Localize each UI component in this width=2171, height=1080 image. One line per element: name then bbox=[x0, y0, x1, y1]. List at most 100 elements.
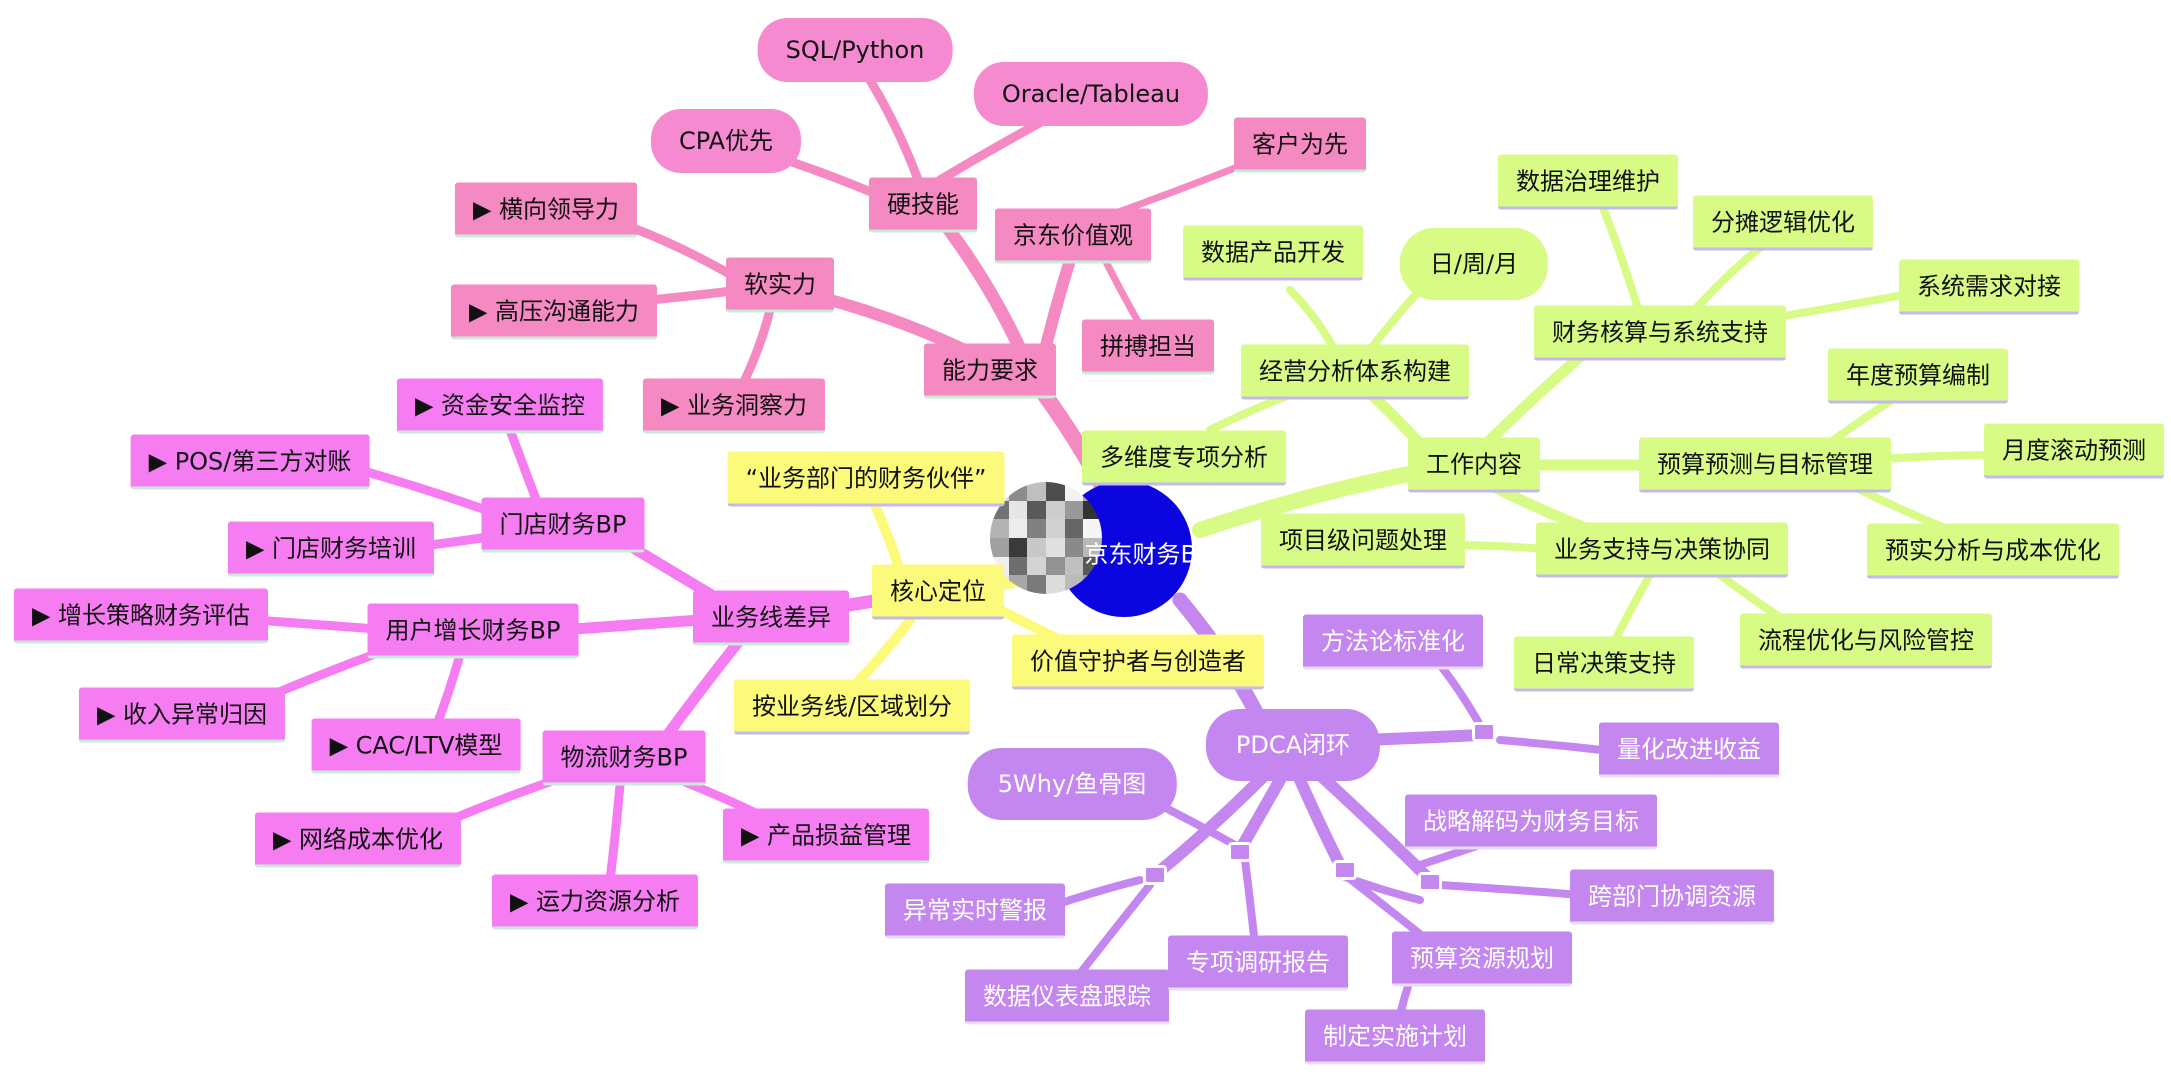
avatar-pixel bbox=[1083, 537, 1102, 557]
node-5why[interactable]: 5Why/鱼骨图 bbox=[967, 748, 1177, 820]
center-label: 京东财务BP bbox=[1084, 540, 1212, 569]
node-region[interactable]: 按业务线/区域划分 bbox=[733, 679, 971, 735]
avatar-pixel bbox=[1027, 519, 1046, 538]
node-daily-decision[interactable]: 日常决策支持 bbox=[1514, 636, 1694, 692]
node-network-cost[interactable]: ▶ 网络成本优化 bbox=[254, 812, 462, 868]
node-fight[interactable]: 拼搏担当 bbox=[1082, 319, 1214, 375]
link-acc-gov bbox=[1596, 196, 1644, 319]
link-acc-alloc bbox=[1686, 236, 1774, 319]
branch-pdca[interactable]: PDCA闭环 bbox=[1205, 709, 1381, 781]
node-product-pnl[interactable]: ▶ 产品损益管理 bbox=[722, 808, 930, 864]
link-store-pos bbox=[355, 465, 505, 520]
node-cac-ltv[interactable]: ▶ CAC/LTV模型 bbox=[311, 718, 521, 774]
avatar-pixel bbox=[1083, 519, 1102, 538]
avatar-pixel bbox=[1045, 556, 1065, 576]
node-project-issue[interactable]: 项目级问题处理 bbox=[1261, 513, 1465, 569]
link-soft-lead bbox=[620, 220, 745, 285]
node-partner[interactable]: “业务部门的财务伙伴” bbox=[727, 451, 1005, 507]
node-cpa[interactable]: CPA优先 bbox=[650, 109, 802, 173]
node-jd-values[interactable]: 京东价值观 bbox=[995, 208, 1151, 264]
node-oracle-tableau[interactable]: Oracle/Tableau bbox=[973, 62, 1209, 126]
pdca-check-connector bbox=[1143, 865, 1167, 885]
node-horizontal-lead[interactable]: ▶ 横向领导力 bbox=[454, 182, 638, 238]
link-do-report bbox=[1241, 856, 1259, 949]
node-growth-bp[interactable]: 用户增长财务BP bbox=[367, 603, 579, 659]
node-sql-python[interactable]: SQL/Python bbox=[757, 18, 953, 82]
node-methodology[interactable]: 方法论标准化 bbox=[1303, 614, 1483, 670]
node-sys-req[interactable]: 系统需求对接 bbox=[1899, 259, 2079, 315]
node-impl-plan[interactable]: 制定实施计划 bbox=[1305, 1009, 1485, 1065]
node-cross-dept[interactable]: 跨部门协调资源 bbox=[1570, 869, 1774, 925]
node-analysis-system[interactable]: 经营分析体系构建 bbox=[1241, 344, 1469, 400]
avatar-pixel bbox=[990, 537, 1009, 557]
node-alloc-logic[interactable]: 分摊逻辑优化 bbox=[1693, 195, 1873, 251]
avatar-pixel bbox=[1064, 537, 1084, 557]
node-guardian[interactable]: 价值守护者与创造者 bbox=[1012, 634, 1264, 690]
pdca-act-connector bbox=[1472, 722, 1496, 742]
link-analysis-multi bbox=[1206, 391, 1294, 434]
node-store-training[interactable]: ▶ 门店财务培训 bbox=[227, 521, 435, 577]
avatar-pixel bbox=[1045, 575, 1065, 594]
link-check-alert bbox=[1051, 876, 1144, 909]
node-soft-skills[interactable]: 软实力 bbox=[726, 257, 834, 313]
node-actual-analysis[interactable]: 预实分析与成本优化 bbox=[1867, 523, 2119, 579]
avatar-pixel bbox=[1045, 537, 1065, 557]
avatar-pixel bbox=[1045, 482, 1065, 501]
avatar-pixel bbox=[1027, 482, 1046, 501]
avatar-pixel bbox=[1045, 519, 1065, 538]
node-research-report[interactable]: 专项调研报告 bbox=[1168, 935, 1348, 991]
link-act-method bbox=[1436, 661, 1484, 729]
branch-business-lines[interactable]: 业务线差异 bbox=[693, 590, 849, 646]
link-strat-coord bbox=[1436, 881, 1584, 899]
avatar-pixel bbox=[1008, 519, 1028, 538]
avatar-pixel bbox=[1008, 537, 1028, 557]
link-business-growth bbox=[554, 614, 706, 636]
node-store-bp[interactable]: 门店财务BP bbox=[481, 497, 645, 553]
pdca-plan-connector bbox=[1333, 860, 1357, 880]
branch-ability[interactable]: 能力要求 bbox=[924, 343, 1056, 399]
node-fund-monitor[interactable]: ▶ 资金安全监控 bbox=[396, 378, 604, 434]
node-insight[interactable]: ▶ 业务洞察力 bbox=[642, 378, 826, 434]
node-pressure-comm[interactable]: ▶ 高压沟通能力 bbox=[450, 284, 658, 340]
node-multi-analysis[interactable]: 多维度专项分析 bbox=[1082, 430, 1286, 486]
node-data-product[interactable]: 数据产品开发 bbox=[1183, 225, 1363, 281]
node-quant-benefit[interactable]: 量化改进收益 bbox=[1599, 722, 1779, 778]
node-hard-skills[interactable]: 硬技能 bbox=[869, 177, 977, 233]
avatar-pixel bbox=[1045, 500, 1065, 520]
node-realtime-alert[interactable]: 异常实时警报 bbox=[885, 883, 1065, 939]
link-hard-sql bbox=[865, 75, 925, 190]
avatar-pixel bbox=[1027, 556, 1046, 576]
avatar-pixel bbox=[990, 519, 1009, 538]
node-decision-support[interactable]: 业务支持与决策协同 bbox=[1536, 522, 1788, 578]
link-log-cap bbox=[605, 780, 625, 885]
avatar-pixel bbox=[1064, 500, 1084, 520]
node-accounting-system[interactable]: 财务核算与系统支持 bbox=[1534, 305, 1786, 361]
node-dwm[interactable]: 日/周/月 bbox=[1399, 228, 1549, 300]
node-customer-first[interactable]: 客户为先 bbox=[1234, 117, 1366, 173]
avatar-pixel bbox=[1027, 500, 1046, 520]
avatar-pixel bbox=[1027, 575, 1046, 594]
link-pdca-plan bbox=[1294, 774, 1346, 871]
branch-work[interactable]: 工作内容 bbox=[1408, 437, 1540, 493]
node-annual-budget[interactable]: 年度预算编制 bbox=[1828, 348, 2008, 404]
pdca-strategy-connector bbox=[1418, 872, 1442, 892]
node-flow-risk[interactable]: 流程优化与风险管控 bbox=[1740, 613, 1992, 669]
node-dashboard[interactable]: 数据仪表盘跟踪 bbox=[965, 969, 1169, 1025]
node-growth-eval[interactable]: ▶ 增长策略财务评估 bbox=[13, 588, 269, 644]
avatar-pixel bbox=[1008, 500, 1028, 520]
node-data-gov[interactable]: 数据治理维护 bbox=[1498, 154, 1678, 210]
branch-position[interactable]: 核心定位 bbox=[872, 564, 1004, 620]
avatar-pixel bbox=[1064, 519, 1084, 538]
node-budget-plan[interactable]: 预算资源规划 bbox=[1392, 931, 1572, 987]
link-center-work bbox=[1192, 462, 1438, 538]
node-pos-recon[interactable]: ▶ POS/第三方对账 bbox=[130, 434, 370, 490]
node-monthly-forecast[interactable]: 月度滚动预测 bbox=[1984, 423, 2164, 479]
link-business-logistics bbox=[654, 634, 746, 751]
node-revenue-anomaly[interactable]: ▶ 收入异常归因 bbox=[78, 687, 286, 743]
node-logistics-bp[interactable]: 物流财务BP bbox=[542, 730, 706, 786]
node-budget-mgmt[interactable]: 预算预测与目标管理 bbox=[1639, 437, 1891, 493]
link-check-dash bbox=[1071, 881, 1154, 984]
node-capacity[interactable]: ▶ 运力资源分析 bbox=[491, 874, 699, 930]
node-strategy-decode[interactable]: 战略解码为财务目标 bbox=[1405, 794, 1657, 850]
